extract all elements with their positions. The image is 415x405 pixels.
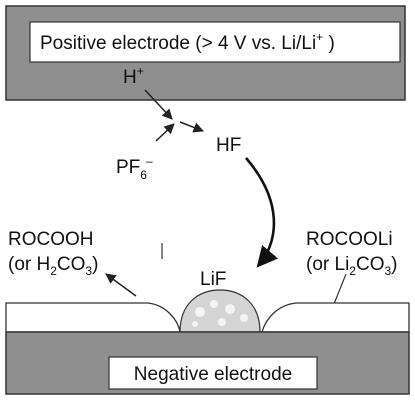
h-plus-arrow xyxy=(144,89,173,120)
svg-text:ROCOOH: ROCOOH xyxy=(8,229,94,250)
rocooh-release-arrow xyxy=(105,273,137,297)
negative-electrode: Negative electrode xyxy=(5,331,410,395)
positive-electrode-label: Positive electrode (> 4 V vs. Li/Li+ ) xyxy=(40,30,335,54)
positive-electrode: Positive electrode (> 4 V vs. Li/Li+ ) xyxy=(5,5,406,101)
svg-text:(or Li2CO3): (or Li2CO3) xyxy=(306,254,398,278)
pf6-label: PF6– xyxy=(116,154,153,182)
rocooli-label: ROCOOLi (or Li2CO3) xyxy=(306,229,398,278)
lif-label: LiF xyxy=(200,269,226,290)
negative-electrode-label-box xyxy=(108,356,318,390)
to-hf-arrow xyxy=(179,121,204,133)
h-plus-label: H+ xyxy=(123,64,144,88)
svg-text:ROCOOLi: ROCOOLi xyxy=(306,229,393,250)
svg-text:(or H2CO3): (or H2CO3) xyxy=(8,254,98,278)
lif-deposit xyxy=(179,289,261,333)
lif-deposit-body xyxy=(179,289,261,333)
positive-electrode-label-box xyxy=(29,21,401,63)
negative-electrode-label: Negative electrode xyxy=(134,364,292,385)
hf-to-lif-arrow xyxy=(245,157,279,268)
hf-label: HF xyxy=(216,135,241,156)
rocooh-label: ROCOOH (or H2CO3) xyxy=(8,229,98,278)
pf6-arrow xyxy=(155,123,175,142)
